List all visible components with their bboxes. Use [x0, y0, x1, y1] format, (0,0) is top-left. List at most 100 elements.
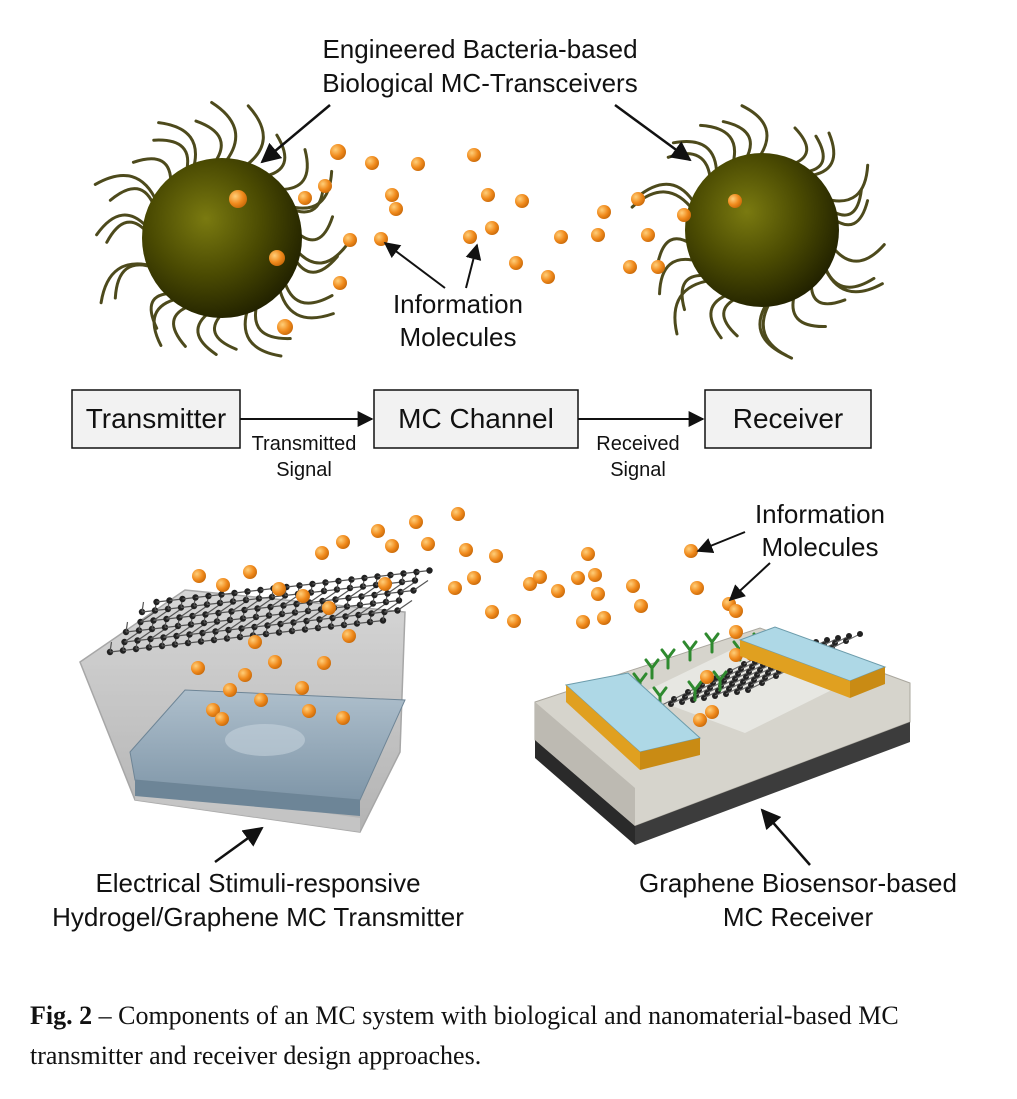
mc-system-diagram: Engineered Bacteria-based Biological MC-…	[52, 34, 957, 932]
information-molecule	[223, 683, 237, 697]
flagellum	[242, 104, 265, 169]
flagellum	[635, 182, 698, 207]
arrow-to-left-bacterium	[260, 104, 331, 164]
information-molecule	[191, 661, 205, 675]
information-molecule	[597, 611, 611, 625]
info-molecules-top-line2: Molecules	[399, 322, 516, 352]
flagellum	[261, 133, 287, 179]
flagellum	[210, 100, 238, 166]
information-molecule	[295, 681, 309, 695]
information-molecule	[333, 276, 347, 290]
flagellum	[93, 174, 159, 205]
information-molecule	[533, 570, 547, 584]
info-molecules-bottom-line1: Information	[755, 499, 885, 529]
mc-channel-block	[373, 389, 579, 449]
information-molecule	[634, 599, 648, 613]
antibody-receptor	[687, 680, 703, 702]
information-molecule	[485, 605, 499, 619]
arrow-to-right-bacterium	[614, 103, 692, 162]
information-molecule	[336, 535, 350, 549]
information-molecule	[631, 192, 645, 206]
information-molecule	[385, 188, 399, 202]
information-molecule	[451, 507, 465, 521]
flagellum	[149, 291, 175, 330]
information-molecule	[481, 188, 495, 202]
flagellum	[829, 243, 886, 263]
information-molecule	[509, 256, 523, 270]
transmitter-block-label: Transmitter	[86, 403, 227, 434]
antibody-receptor	[660, 648, 676, 670]
information-molecule	[588, 568, 602, 582]
information-molecule	[728, 194, 742, 208]
information-molecule	[229, 190, 247, 208]
carbon-atom	[426, 567, 433, 574]
receiver-block-label: Receiver	[733, 403, 843, 434]
information-molecule	[489, 549, 503, 563]
bacterium-right	[685, 153, 839, 307]
information-molecule	[576, 615, 590, 629]
information-molecule	[421, 537, 435, 551]
antibody-receptor	[704, 632, 720, 654]
information-molecule	[385, 539, 399, 553]
flagellum	[666, 152, 713, 183]
flagellum	[709, 292, 732, 340]
flagellum	[105, 220, 150, 244]
transmitted-signal-line2: Signal	[276, 459, 332, 481]
carbon-atom	[846, 633, 852, 639]
information-molecule	[192, 569, 206, 583]
information-molecule	[322, 601, 336, 615]
information-molecule	[467, 148, 481, 162]
information-molecule	[254, 693, 268, 707]
information-molecule	[389, 202, 403, 216]
transmitter-device-line2: Hydrogel/Graphene MC Transmitter	[52, 902, 464, 932]
graphene-sheet-transmitter	[106, 567, 433, 656]
information-molecule	[330, 144, 346, 160]
information-molecule	[269, 250, 285, 266]
arrow-to-molecule-b	[465, 243, 482, 289]
information-molecule	[485, 221, 499, 235]
bacteria-title-line2: Biological MC-Transceivers	[322, 68, 637, 98]
source-electrode	[564, 672, 702, 770]
information-molecule	[317, 656, 331, 670]
information-molecule	[515, 194, 529, 208]
information-molecule	[216, 578, 230, 592]
bacteria-title-line1: Engineered Bacteria-based	[322, 34, 637, 64]
transmitter-device-line1: Electrical Stimuli-responsive	[95, 868, 420, 898]
receiver-device-line2: MC Receiver	[723, 902, 874, 932]
antibody-receptor	[682, 640, 698, 662]
bacterium-left-flagella	[93, 100, 350, 358]
flagellum	[194, 119, 223, 167]
information-molecule	[215, 712, 229, 726]
antibody-receptor	[644, 658, 660, 680]
information-molecule	[342, 629, 356, 643]
flagellum	[822, 263, 884, 294]
information-molecule	[459, 543, 473, 557]
information-molecule	[243, 565, 257, 579]
information-molecule	[554, 230, 568, 244]
information-molecule	[729, 648, 743, 662]
flagellum	[673, 278, 714, 336]
caption-text: – Components of an MC system with biolog…	[30, 1001, 899, 1070]
information-molecule	[318, 179, 332, 193]
information-molecule	[626, 579, 640, 593]
information-molecule	[641, 228, 655, 242]
information-molecule	[623, 260, 637, 274]
information-molecule	[729, 604, 743, 618]
flagellum	[172, 303, 193, 348]
flagellum	[293, 242, 350, 265]
information-molecule	[277, 319, 293, 335]
info-molecules-top-line1: Information	[393, 289, 523, 319]
flagellum	[157, 121, 197, 172]
information-molecule	[705, 705, 719, 719]
flagellum	[196, 309, 218, 356]
information-molecule	[315, 546, 329, 560]
information-molecule	[343, 233, 357, 247]
arrow-to-receiver-device	[760, 808, 811, 866]
bacterium-left	[142, 158, 302, 318]
information-molecule	[302, 704, 316, 718]
information-molecule	[206, 703, 220, 717]
receiver-device-line1: Graphene Biosensor-based	[639, 868, 957, 898]
flagellum	[108, 187, 157, 209]
flagellum	[758, 299, 788, 357]
information-molecule	[409, 515, 423, 529]
